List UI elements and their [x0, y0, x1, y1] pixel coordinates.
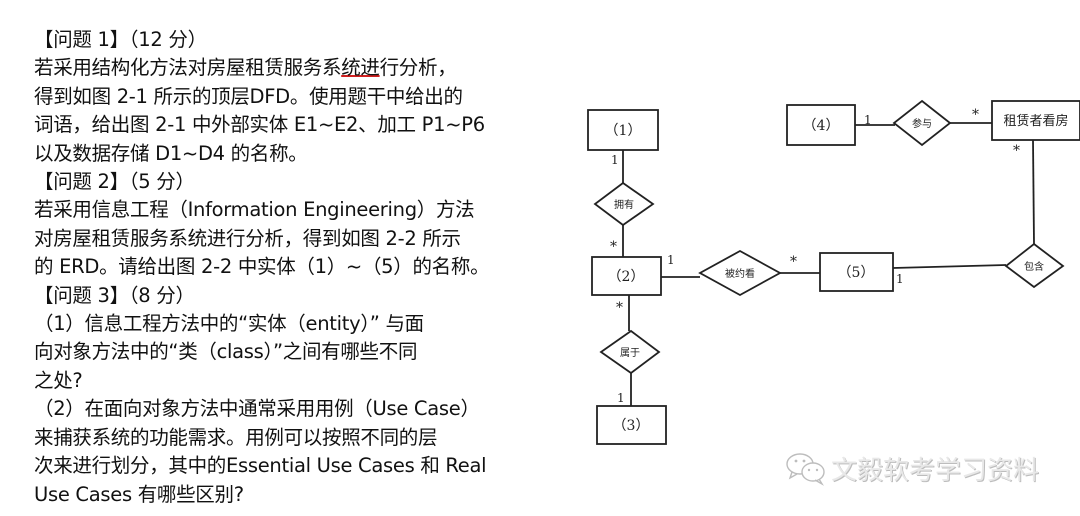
- rel-contain-diamond: [1004, 242, 1065, 289]
- q2-heading: 【问题 2】（5 分）: [34, 170, 195, 194]
- rel-participate-label: 参与: [912, 117, 932, 130]
- card-e5-contain: 1: [896, 272, 904, 286]
- card-e6-contain: *: [1013, 143, 1020, 159]
- watermark-text: 文毅软考学习资料: [831, 456, 1040, 486]
- q2-line-1: 若采用信息工程（Information Engineering）方法: [34, 198, 475, 222]
- card-participate-e6: *: [972, 107, 979, 123]
- card-booked-e5: *: [790, 254, 797, 270]
- q2-line-3: 的 ERD。请给出图 2-2 中实体（1）~（5）的名称。: [34, 255, 490, 279]
- line-contain-e6: [1032, 139, 1035, 245]
- entity-5-label: （5）: [838, 265, 875, 281]
- q3-line-2: 向对象方法中的“类（class）”之间有哪些不同: [34, 340, 418, 364]
- card-belong-e3: 1: [617, 391, 625, 405]
- rel-own-label: 拥有: [614, 198, 634, 211]
- q1-line-2: 得到如图 2-1 所示的顶层DFD。使用题干中给出的: [34, 84, 463, 108]
- q1-line-3: 词语，给出图 2-1 中外部实体 E1~E2、加工 P1~P6: [34, 113, 485, 137]
- q1-line-1b: 行分析，: [379, 56, 457, 80]
- entity-1-box: [587, 109, 659, 151]
- rel-own-diamond: [593, 181, 655, 227]
- entity-5-box: [819, 252, 894, 292]
- rel-contain-label: 包含: [1024, 260, 1044, 273]
- line-e5-contain: [892, 264, 1007, 269]
- card-own-e2: *: [610, 239, 617, 255]
- card-e1-own: 1: [611, 153, 619, 167]
- entity-1-label: （1）: [605, 123, 642, 139]
- entity-2-label: （2）: [608, 269, 645, 285]
- q3-line-7: Use Cases 有哪些区别?: [34, 482, 244, 506]
- entity-4-box: [786, 104, 856, 146]
- q3-line-4: （2）在面向对象方法中通常采用用例（Use Case）: [34, 397, 480, 421]
- entity-6-box: [991, 100, 1080, 141]
- entity-4-label: （4）: [803, 118, 840, 134]
- q3-heading: 【问题 3】（8 分）: [34, 283, 195, 307]
- rel-booked-label: 被约看: [725, 267, 755, 280]
- q1-line-1: 若采用结构化方法对房屋租赁服务系统进行分析，: [34, 54, 564, 82]
- q1-line-4: 以及数据存储 D1~D4 的名称。: [34, 141, 308, 165]
- q1-heading: 【问题 1】（12 分）: [34, 28, 207, 51]
- card-e4-participate: 1: [864, 113, 872, 127]
- card-e2-booked: 1: [667, 253, 675, 267]
- rel-booked-diamond: [698, 249, 782, 297]
- entity-3-box: [596, 405, 667, 445]
- question-text-panel: 【问题 1】（12 分） 若采用结构化方法对房屋租赁服务系统进行分析， 得到如图…: [34, 26, 564, 509]
- watermark: 文毅软考学习资料: [785, 450, 1039, 487]
- rel-belong-label: 属于: [620, 347, 640, 359]
- q2-line-2: 对房屋租赁服务系统进行分析，得到如图 2-2 所示: [34, 226, 461, 250]
- q3-line-5: 来捕获系统的功能需求。用例可以按照不同的层: [34, 425, 438, 449]
- wechat-icon: [786, 452, 825, 486]
- rel-belong-diamond: [599, 329, 661, 375]
- card-e2-belong: *: [616, 300, 623, 316]
- q3-line-1: （1）信息工程方法中的“实体（entity）” 与面: [34, 312, 424, 336]
- rel-participate-diamond: [892, 99, 952, 147]
- q1-highlight: 统进: [341, 56, 380, 80]
- entity-3-label: （3）: [613, 418, 650, 434]
- entity-2-box: [591, 256, 662, 296]
- q3-line-3: 之处?: [34, 368, 83, 392]
- entity-6-label: 租赁者看房: [1003, 113, 1068, 129]
- q3-line-6: 次来进行划分，其中的Essential Use Cases 和 Real: [34, 454, 487, 478]
- q1-line-1a: 若采用结构化方法对房屋租赁服务系: [34, 56, 342, 80]
